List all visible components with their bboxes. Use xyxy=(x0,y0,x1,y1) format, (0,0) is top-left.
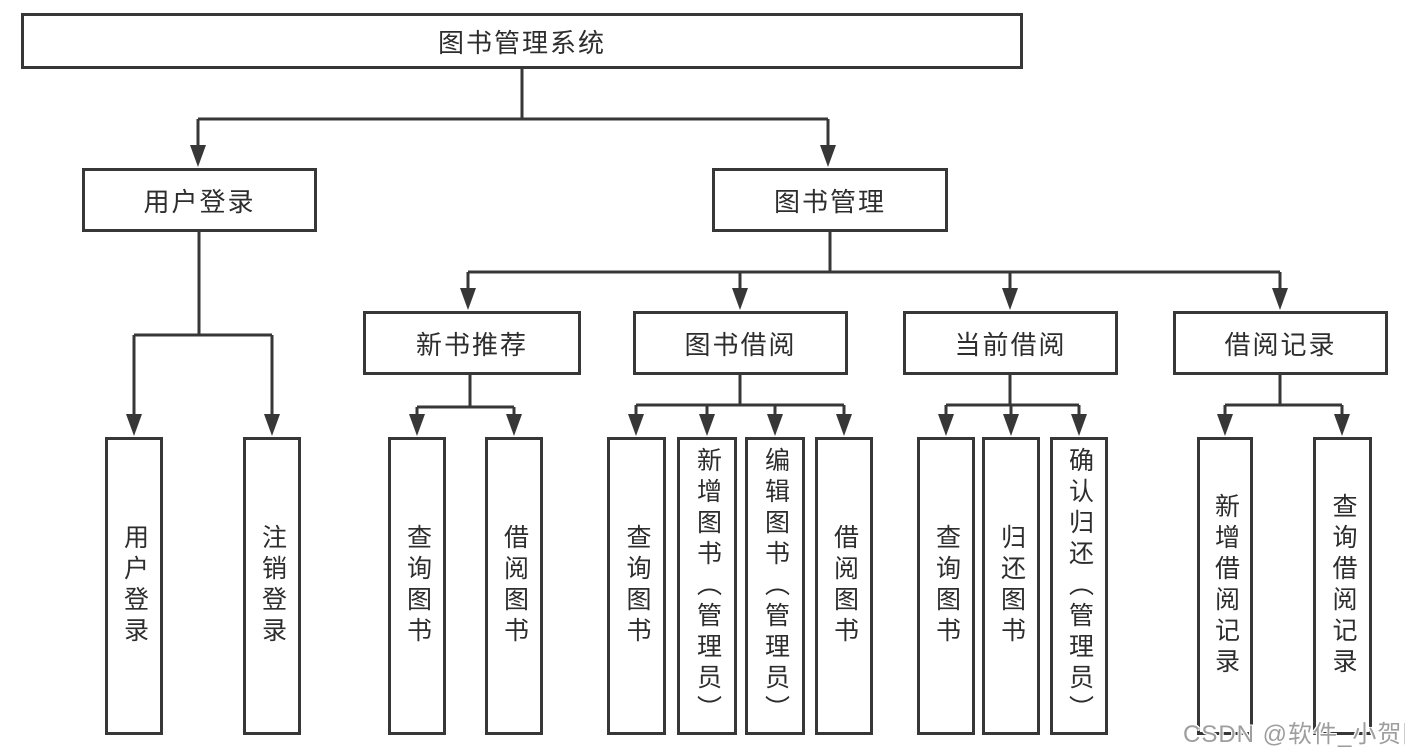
leaf-user-login: 用户登录 xyxy=(105,437,163,735)
node-new-book-recommendation: 新书推荐 xyxy=(363,311,581,375)
leaf-confirm-return-admin: 确认归还（管理员） xyxy=(1050,437,1108,735)
leaf-add-book-admin: 新增图书（管理员） xyxy=(677,437,737,735)
connector-new-book-children xyxy=(415,375,516,415)
connector-borrow-records-children xyxy=(1223,375,1344,415)
node-library-management-system: 图书管理系统 xyxy=(21,13,1023,69)
connector-book-management-to-level3 xyxy=(466,232,1282,289)
leaf-query-books-recommend: 查询图书 xyxy=(388,437,446,735)
leaf-edit-book-admin: 编辑图书（管理员） xyxy=(745,437,805,735)
leaf-borrow-books: 借阅图书 xyxy=(815,437,873,735)
leaf-query-books-borrow: 查询图书 xyxy=(607,437,666,735)
node-borrowing-records: 借阅记录 xyxy=(1173,311,1388,375)
connector-current-borrow-children xyxy=(944,375,1081,415)
node-current-borrowing: 当前借阅 xyxy=(903,311,1118,375)
leaf-logout: 注销登录 xyxy=(243,437,301,735)
connector-root-to-level2 xyxy=(196,69,830,146)
leaf-add-borrow-record: 新增借阅记录 xyxy=(1197,437,1253,735)
connector-book-borrow-children xyxy=(634,375,846,415)
leaf-query-borrow-record: 查询借阅记录 xyxy=(1313,437,1372,735)
connector-user-login-children xyxy=(132,232,274,415)
node-book-borrowing: 图书借阅 xyxy=(633,311,848,375)
leaf-query-books-current: 查询图书 xyxy=(917,437,975,735)
csdn-watermark: CSDN @软件_小贺同学 xyxy=(1183,721,1405,747)
node-user-login: 用户登录 xyxy=(82,168,317,232)
leaf-return-books: 归还图书 xyxy=(982,437,1040,735)
leaf-borrow-books-recommend: 借阅图书 xyxy=(485,437,543,735)
node-book-management: 图书管理 xyxy=(712,168,948,232)
